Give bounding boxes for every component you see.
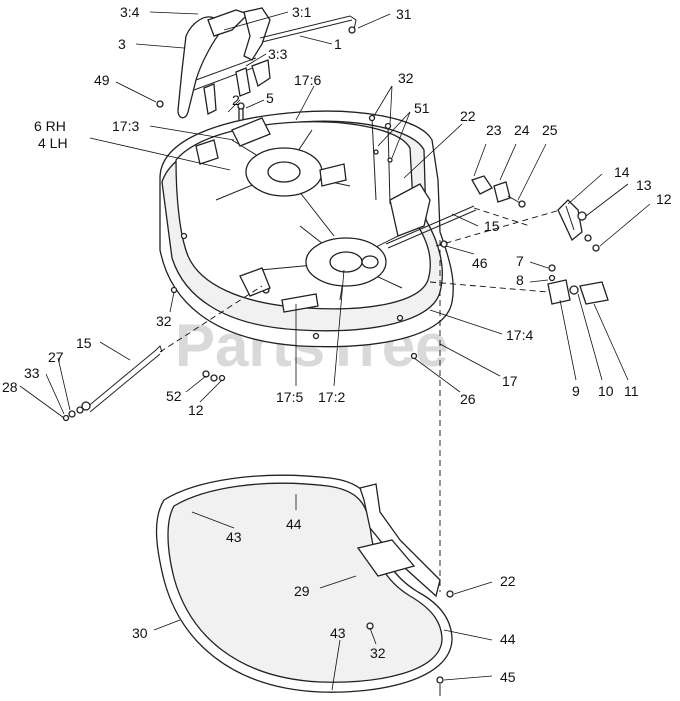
callout-22-bottom: 22	[500, 573, 516, 589]
callout-11: 11	[624, 383, 639, 399]
callout-17-4: 17:4	[506, 327, 533, 343]
callout-17-3: 17:3	[112, 118, 139, 134]
deck-baffle	[155, 474, 454, 696]
callout-52: 52	[166, 388, 182, 404]
callout-31: 31	[396, 6, 412, 22]
callout-3-1: 3:1	[292, 4, 312, 20]
callout-12-mid: 12	[188, 402, 204, 418]
callout-32-left: 32	[156, 313, 172, 329]
callout-25: 25	[542, 122, 558, 138]
deck-top-bolts	[368, 114, 393, 205]
callout-43-left: 43	[226, 529, 242, 545]
callout-14: 14	[614, 164, 630, 180]
callout-4lh: 4 LH	[38, 135, 68, 151]
callout-10: 10	[598, 383, 614, 399]
callout-3-4: 3:4	[120, 4, 140, 20]
callout-8: 8	[516, 272, 524, 288]
callout-51: 51	[414, 100, 430, 116]
lift-rod-assembly	[62, 285, 263, 422]
side-bracket-parts	[435, 199, 600, 252]
callout-2: 2	[232, 92, 240, 108]
callout-33: 33	[24, 365, 40, 381]
callout-44-bottom: 44	[500, 631, 516, 647]
callout-5: 5	[266, 90, 274, 106]
callout-24: 24	[514, 122, 530, 138]
callout-17-5: 17:5	[276, 389, 303, 405]
callout-26: 26	[460, 391, 476, 407]
callout-1: 1	[334, 36, 342, 52]
callout-15-left: 15	[76, 335, 92, 351]
mower-deck-housing	[159, 110, 454, 348]
callout-43-bottom: 43	[330, 625, 346, 641]
leader-lines	[19, 11, 651, 691]
callout-3-3: 3:3	[268, 46, 288, 62]
callout-32-bottom: 32	[370, 645, 386, 661]
callout-13: 13	[636, 177, 652, 193]
callout-32-top: 32	[398, 70, 414, 86]
callout-22-top: 22	[460, 108, 476, 124]
callout-12-right: 12	[656, 191, 672, 207]
anti-scalp-wheel-assembly	[429, 264, 609, 305]
callout-17-6: 17:6	[294, 72, 321, 88]
callout-44-top: 44	[286, 516, 302, 532]
callout-6rh: 6 RH	[34, 118, 66, 134]
height-adjust-lever-assembly	[156, 7, 357, 123]
callout-3: 3	[118, 36, 126, 52]
callout-46: 46	[472, 255, 488, 271]
callout-17-2: 17:2	[318, 389, 345, 405]
callout-28: 28	[2, 379, 18, 395]
callout-23: 23	[486, 122, 502, 138]
callout-30: 30	[132, 625, 148, 641]
bolt-26	[410, 352, 418, 360]
adjuster-bracket-parts	[385, 175, 531, 249]
callout-45: 45	[500, 669, 516, 685]
callout-labels: 3:4 3:1 31 3 1 3:3 49 32 17:6 2 5 51 22 …	[2, 4, 672, 685]
callout-49: 49	[94, 72, 110, 88]
callout-27: 27	[48, 349, 64, 365]
callout-7: 7	[516, 253, 524, 269]
callout-9: 9	[572, 383, 580, 399]
callout-15-right: 15	[484, 218, 500, 234]
callout-17: 17	[502, 373, 518, 389]
callout-29: 29	[294, 583, 310, 599]
